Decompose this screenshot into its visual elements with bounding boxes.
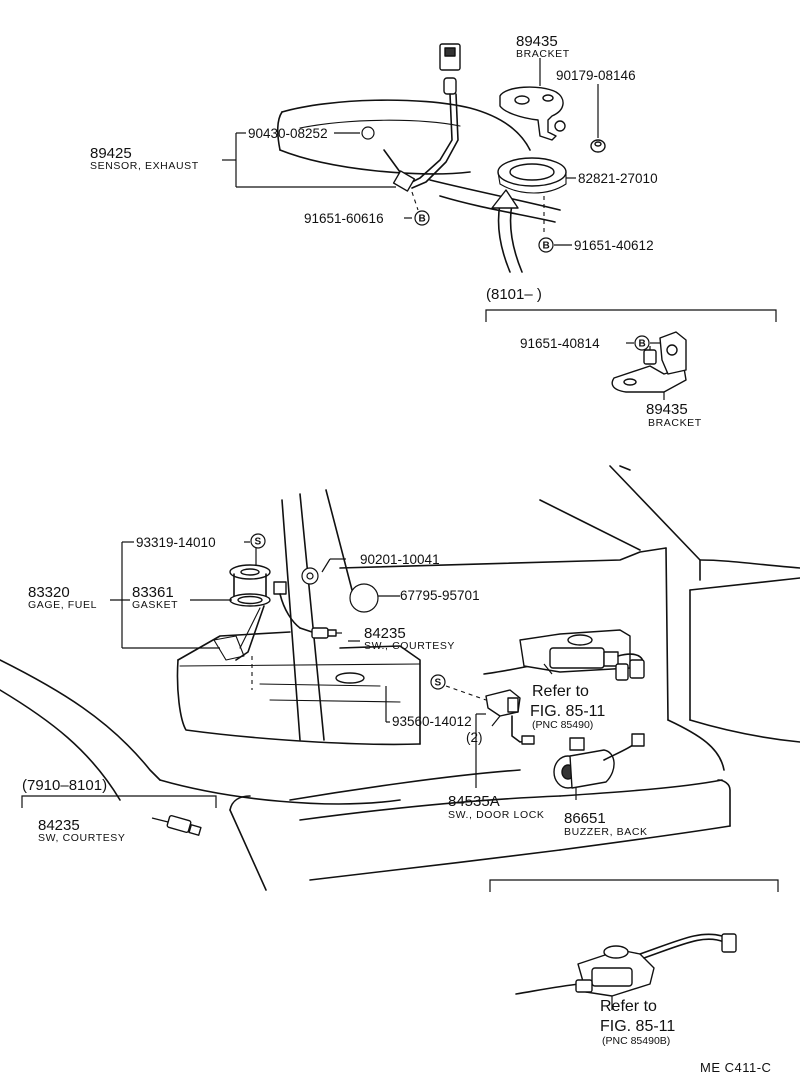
range-bracket-8101	[485, 309, 777, 322]
refer-to-bottom: Refer to	[600, 998, 657, 1015]
range-bracket-7910	[21, 795, 217, 808]
part-number-91651-40814: 91651-40814	[520, 336, 600, 351]
part-number-90179: 90179-08146	[556, 68, 636, 83]
range-label-7910: (7910–8101)	[22, 777, 107, 794]
range-bracket-bottom	[489, 879, 779, 892]
part-number-67795: 67795-95701	[400, 588, 480, 603]
door-lock-switch-drawing	[445, 685, 535, 745]
diagram-code: ME C411-C	[700, 1060, 771, 1075]
part-desc-sw-courtesy-alt: SW, COURTESY	[38, 832, 126, 844]
leader-lines-main	[110, 541, 577, 800]
leader-lines-top	[222, 58, 599, 246]
part-number-84235-main: 84235	[364, 625, 406, 642]
gasket-82821-drawing	[497, 157, 567, 194]
part-desc-sw-door-lock: SW., DOOR LOCK	[448, 809, 545, 821]
symbol-s-93560: S	[430, 674, 446, 690]
symbol-s-93319: S	[250, 533, 266, 549]
part-number-91651-40612: 91651-40612	[574, 238, 654, 253]
part-desc-gasket: GASKET	[132, 599, 178, 611]
fig-ref-main: FIG. 85-11	[530, 703, 605, 720]
symbol-b-40814: B	[634, 335, 650, 351]
pnc-ref-main: (PNC 85490)	[532, 719, 593, 731]
exhaust-sensor-drawing	[383, 43, 461, 211]
nut-90179-drawing	[590, 139, 606, 153]
svg-text:B: B	[419, 214, 426, 225]
svg-text:S: S	[255, 537, 262, 548]
part-desc-buzzer-back: BUZZER, BACK	[564, 826, 648, 838]
part-number-82821: 82821-27010	[578, 171, 658, 186]
part-number-83320: 83320	[28, 584, 70, 601]
svg-text:B: B	[639, 339, 646, 350]
qty-93560: (2)	[466, 730, 483, 745]
plug-67795-drawing	[349, 583, 379, 613]
vehicle-body-drawing	[0, 465, 800, 891]
washer-symbol	[361, 126, 375, 140]
part-desc-bracket-top: BRACKET	[516, 48, 570, 60]
refer-to-main: Refer to	[532, 683, 589, 700]
part-number-84535A: 84535A	[448, 793, 500, 810]
fig-ref-bottom: FIG. 85-11	[600, 1018, 675, 1035]
part-number-91651-60616: 91651-60616	[304, 211, 384, 226]
courtesy-switch-main-drawing	[299, 627, 342, 639]
part-number-89435-bottom: 89435	[646, 401, 688, 418]
part-desc-sensor-exhaust: SENSOR, EXHAUST	[90, 160, 199, 172]
pnc-ref-bottom: (PNC 85490B)	[602, 1035, 670, 1047]
part-desc-bracket-bottom: BRACKET	[648, 417, 702, 429]
part-number-83361: 83361	[132, 584, 174, 601]
part-number-93560: 93560-14012	[392, 714, 472, 729]
bracket-variant-drawing	[611, 331, 687, 393]
svg-text:S: S	[435, 678, 442, 689]
symbol-b-40612: B	[538, 237, 554, 253]
bracket-top-drawing	[499, 86, 566, 141]
part-number-86651: 86651	[564, 810, 606, 827]
actuator-bottom-drawing	[515, 933, 737, 1010]
fuel-tank-drawing	[176, 631, 421, 746]
fuel-gage-drawing	[229, 564, 301, 661]
part-number-89425: 89425	[90, 145, 132, 162]
courtesy-switch-alt-drawing	[151, 814, 202, 836]
part-number-93319: 93319-14010	[136, 535, 216, 550]
part-number-90201: 90201-10041	[360, 552, 440, 567]
part-desc-gage-fuel: GAGE, FUEL	[28, 599, 97, 611]
symbol-b-60616: B	[414, 210, 430, 226]
part-number-90430: 90430-08252	[248, 126, 328, 141]
buzzer-drawing	[553, 733, 645, 789]
door-lock-actuator-drawing	[483, 629, 645, 681]
installation-arrow	[491, 189, 523, 273]
part-number-89435-top: 89435	[516, 33, 558, 50]
svg-text:B: B	[543, 241, 550, 252]
part-number-84235-alt: 84235	[38, 817, 80, 834]
range-label-8101: (8101– )	[486, 286, 542, 303]
part-desc-sw-courtesy-main: SW., COURTESY	[364, 640, 455, 652]
